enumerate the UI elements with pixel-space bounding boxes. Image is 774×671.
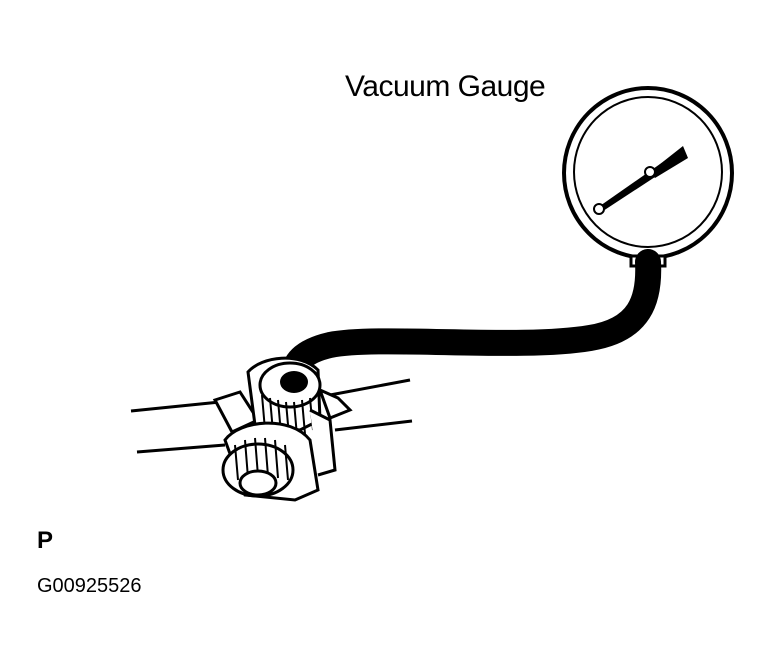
vacuum-hose [280,249,662,395]
needle-pivot [644,166,656,178]
vacuum-gauge [562,86,734,268]
pipe [130,378,413,454]
figure-id: G00925526 [37,575,142,597]
vacuum-gauge-label: Vacuum Gauge [345,70,546,103]
vacuum-fitting [212,356,353,502]
view-letter: P [37,527,54,554]
